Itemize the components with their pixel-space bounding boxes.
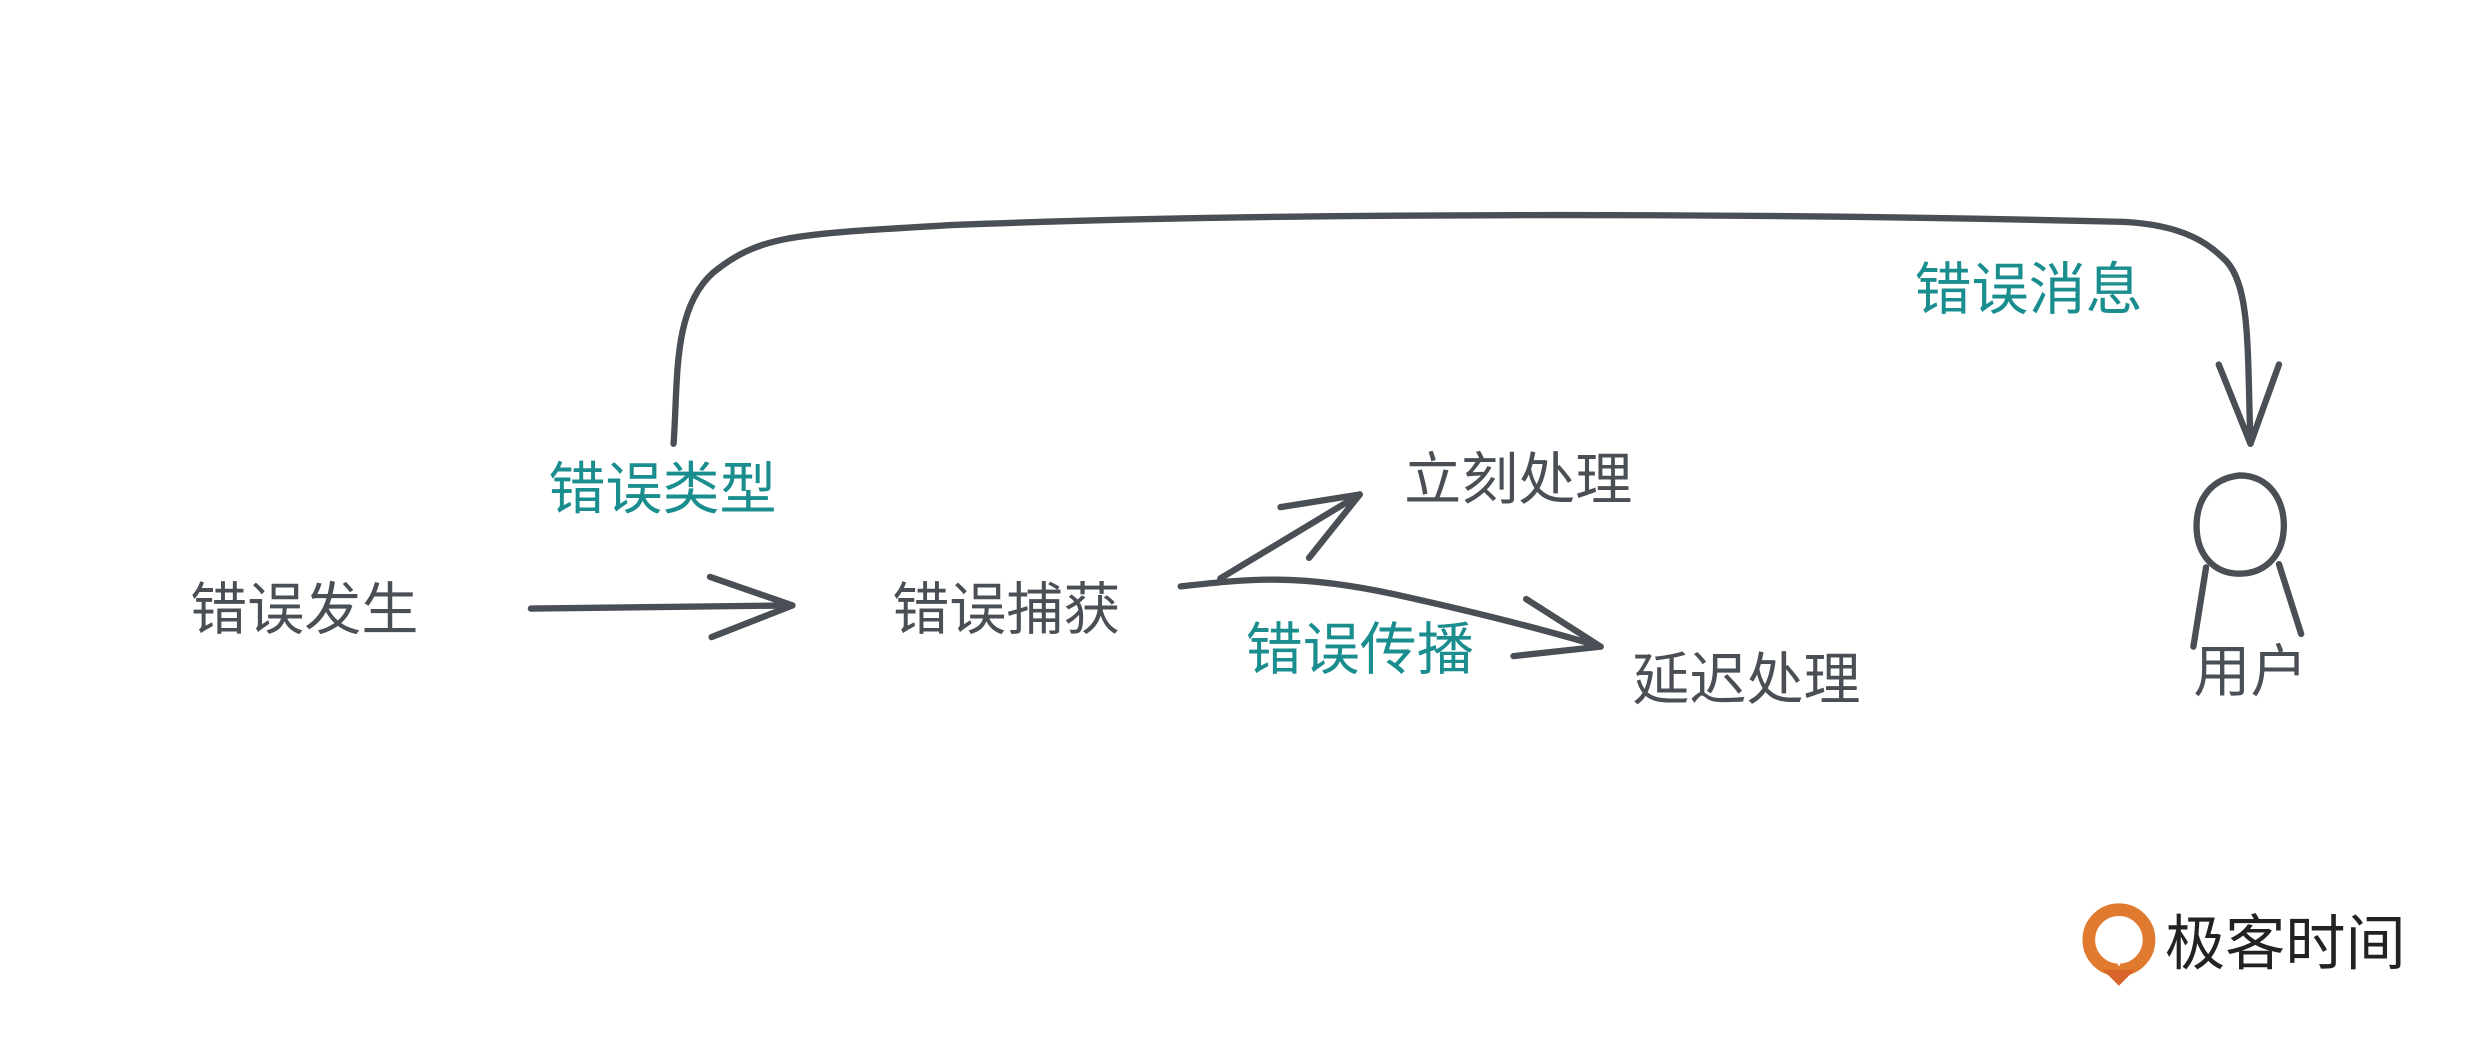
node-handle-later: 延迟处理	[1632, 647, 1860, 713]
arrow-catch-to-handle-later	[1177, 576, 1604, 660]
user-person-icon	[2190, 472, 2305, 650]
arrow-occur-to-catch	[527, 573, 796, 641]
label-error-message: 错误消息	[1914, 257, 2142, 323]
node-handle-now: 立刻处理	[1404, 447, 1632, 513]
node-user: 用户	[2193, 639, 2307, 705]
logo-text: 极客时间	[2165, 910, 2406, 980]
arrow-error-type-to-user	[670, 211, 2283, 447]
geektime-logo: 极客时间	[2082, 903, 2406, 986]
node-error-occur: 错误发生	[190, 577, 418, 643]
label-error-propagate: 错误传播	[1246, 617, 1474, 683]
label-error-type: 错误类型	[548, 457, 776, 523]
arrow-catch-to-handle-now	[1217, 491, 1363, 582]
node-error-catch: 错误捕获	[892, 577, 1120, 643]
logo-mark-icon	[2082, 903, 2156, 986]
